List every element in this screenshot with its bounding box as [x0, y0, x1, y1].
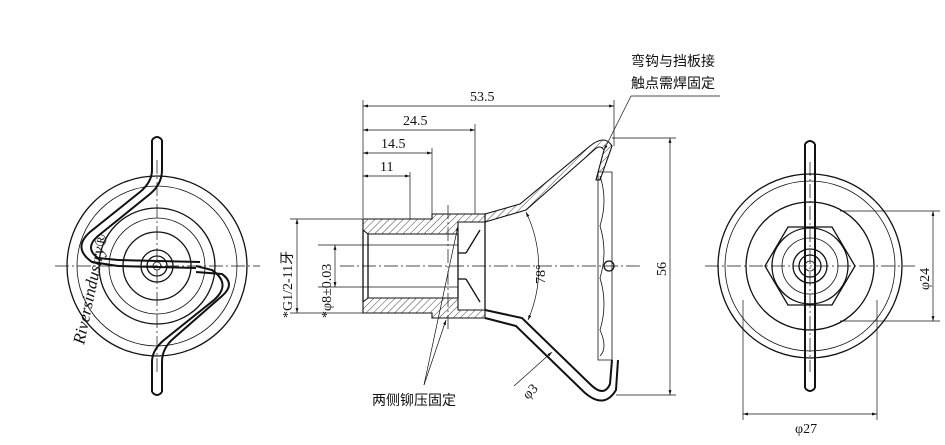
- dim-length-3: 11: [380, 160, 393, 175]
- dimensions: 53.5 24.5 14.5 11 *G1/2-11牙 *φ8±0.03 56 …: [280, 90, 676, 403]
- note-weld-line2: 触点需焊固定: [631, 76, 715, 92]
- annotations: 弯钩与挡板接 触点需焊固定 两侧铆压固定: [372, 53, 720, 409]
- left-end-view: Riversindustry®: [55, 136, 260, 396]
- dim-thread: *G1/2-11牙: [280, 251, 296, 318]
- section-view: [340, 139, 640, 402]
- dim-orifice: *φ8±0.03: [320, 264, 335, 318]
- dim-height: 56: [655, 262, 670, 276]
- watermark: Riversindustry®: [69, 232, 111, 347]
- dim-diameter-inner: φ24: [918, 268, 933, 290]
- dim-angle: 78°: [534, 264, 549, 284]
- dim-length-1: 24.5: [403, 114, 428, 129]
- note-weld-line1: 弯钩与挡板接: [631, 53, 715, 70]
- dim-diameter-outer: φ27: [795, 422, 817, 437]
- dim-wire: φ3: [520, 382, 541, 403]
- dim-length-2: 14.5: [381, 137, 406, 152]
- dim-overall-length: 53.5: [470, 90, 495, 105]
- note-rivet: 两侧铆压固定: [372, 393, 456, 409]
- right-end-view: φ27 φ24: [705, 140, 940, 437]
